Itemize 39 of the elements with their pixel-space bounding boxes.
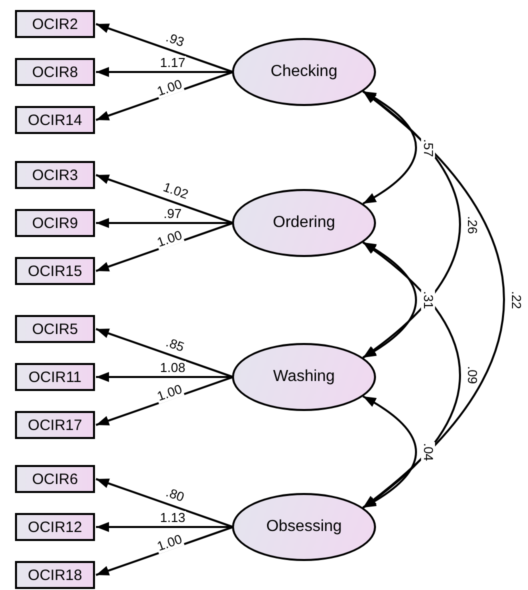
arrow — [96, 23, 234, 73]
double-headed-arrow — [362, 396, 417, 508]
latent-variable-ellipse: Ordering — [232, 189, 376, 257]
arrow — [96, 522, 233, 532]
observed-variable-box: OCIR12 — [15, 513, 95, 541]
edge-label: 1.13 — [159, 511, 186, 525]
arrow — [96, 174, 234, 224]
observed-variable-box: OCIR6 — [15, 465, 95, 493]
latent-variable-ellipse: Washing — [232, 343, 376, 411]
arrow — [96, 478, 234, 528]
observed-variable-box: OCIR18 — [15, 561, 95, 589]
edge-label: .57 — [421, 137, 436, 158]
observed-variable-box: OCIR5 — [15, 315, 95, 343]
observed-variable-box: OCIR9 — [15, 209, 95, 237]
arrow — [96, 67, 233, 77]
observed-variable-box: OCIR11 — [15, 363, 95, 391]
double-headed-arrow — [362, 90, 461, 358]
latent-variable-ellipse: Checking — [232, 38, 376, 106]
edge-label: .97 — [162, 207, 183, 221]
edge-label: .26 — [465, 214, 480, 235]
edge-label: 1.08 — [159, 361, 186, 375]
edge-label: .04 — [421, 442, 436, 462]
observed-variable-box: OCIR8 — [15, 58, 95, 86]
observed-variable-box: OCIR3 — [15, 161, 95, 189]
observed-variable-box: OCIR15 — [15, 257, 95, 285]
arrow — [96, 372, 233, 382]
observed-variable-box: OCIR17 — [15, 411, 95, 439]
edge-label: .31 — [421, 290, 436, 310]
latent-variable-ellipse: Obsessing — [232, 493, 376, 561]
arrow — [96, 218, 233, 228]
observed-variable-box: OCIR14 — [15, 106, 95, 134]
edge-label: .09 — [465, 364, 480, 386]
arrow — [96, 328, 234, 378]
edge-label: .22 — [509, 289, 524, 310]
observed-variable-box: OCIR2 — [15, 10, 95, 38]
double-headed-arrow — [362, 242, 417, 358]
double-headed-arrow — [362, 242, 461, 508]
edge-label: 1.17 — [159, 56, 186, 70]
double-headed-arrow — [362, 90, 417, 204]
